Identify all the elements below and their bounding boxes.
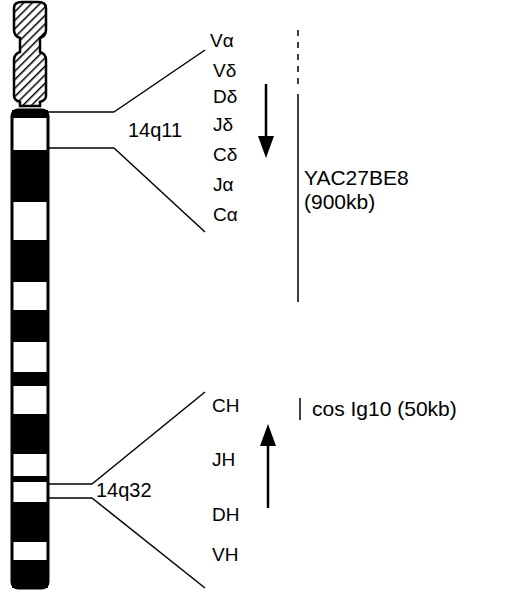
band-label: 14q11 (128, 119, 182, 142)
band-label: 14q32 (96, 479, 152, 502)
clone-label: YAC27BE8 (900kb) (304, 166, 416, 214)
gene-segment: Jδ (213, 114, 233, 136)
gene-segment: Vδ (213, 60, 236, 82)
gene-segment: JH (212, 449, 235, 471)
gene-segment: Cδ (213, 144, 237, 166)
gene-segment: Jα (213, 174, 233, 196)
gene-segment: DH (212, 504, 239, 526)
gene-segment: CH (212, 395, 239, 417)
gene-segment: Cα (213, 204, 238, 226)
gene-segment: Vα (210, 30, 234, 52)
gene-segment: Dδ (213, 86, 237, 108)
clone-label: cos Ig10 (50kb) (312, 397, 457, 421)
gene-segment: VH (212, 544, 238, 566)
